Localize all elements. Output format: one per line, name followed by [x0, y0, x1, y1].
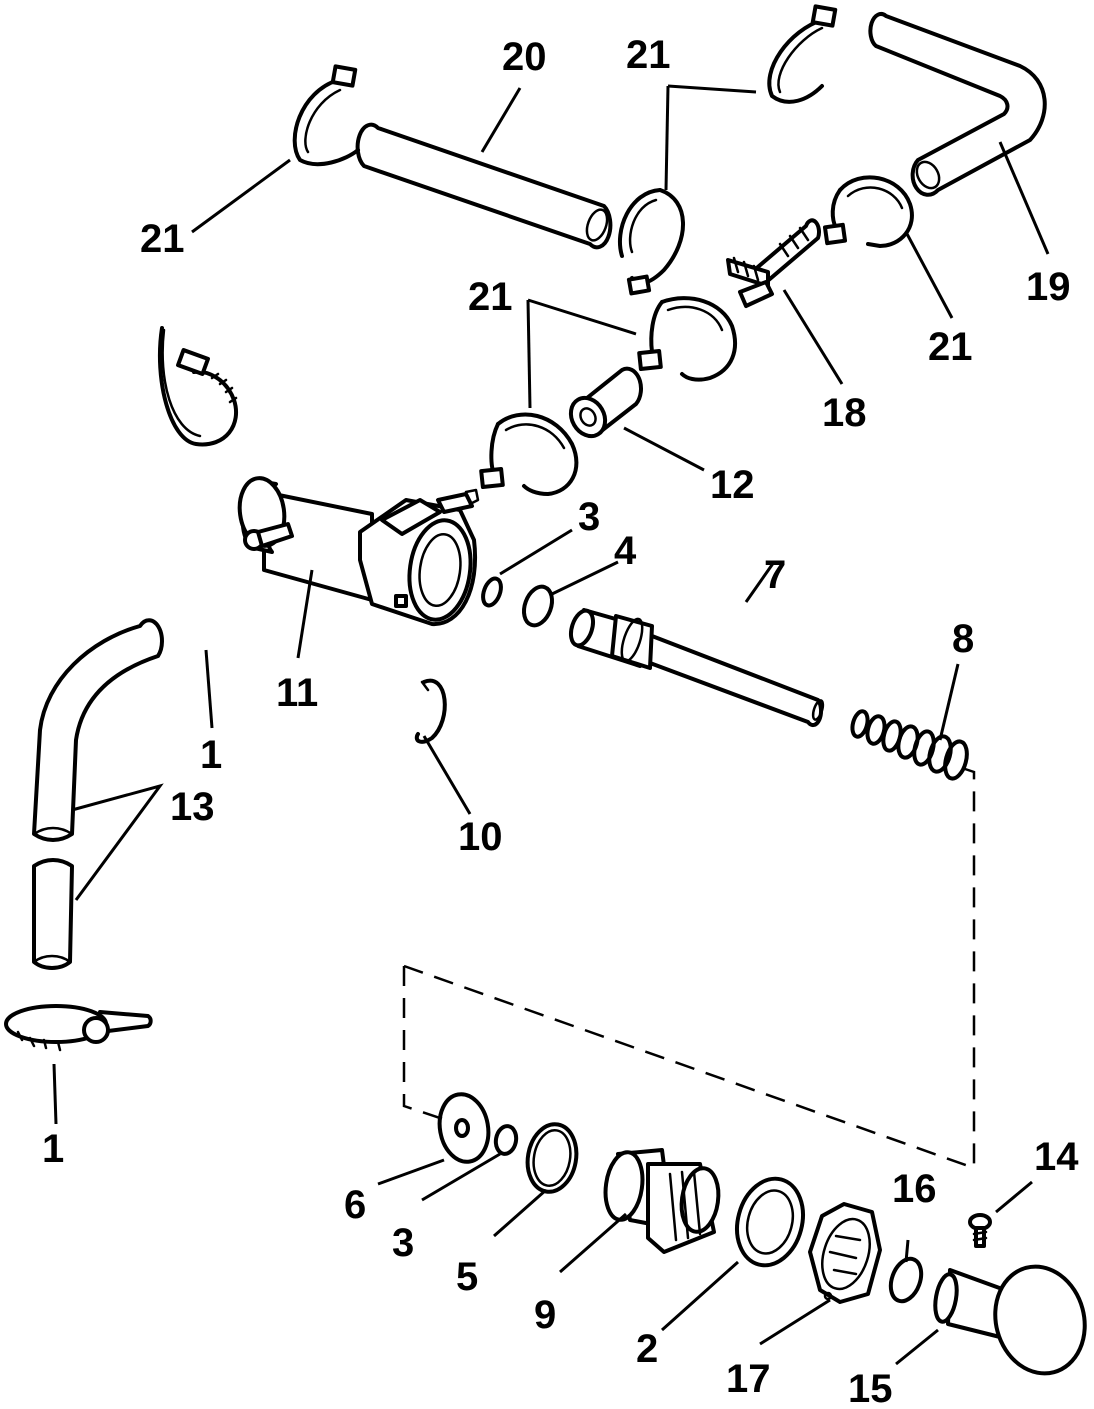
screw-14 — [968, 1213, 992, 1248]
label-11: 11 — [276, 671, 318, 715]
assembly-dashed-lines — [402, 766, 976, 1170]
part-labels: 20 21 21 21 21 19 18 12 3 4 7 8 11 1 13 … — [42, 33, 1079, 1409]
clamp-1-lower — [4, 1004, 153, 1052]
clamp-21-center — [637, 296, 737, 382]
o-ring-16 — [888, 1256, 924, 1304]
label-21-left: 21 — [140, 217, 185, 261]
seal-5 — [525, 1122, 579, 1194]
label-3-lower: 3 — [392, 1221, 414, 1265]
o-ring-4 — [521, 584, 555, 628]
housing-11 — [237, 476, 480, 627]
label-21-mid: 21 — [468, 275, 513, 319]
label-15: 15 — [848, 1367, 893, 1409]
label-10: 10 — [458, 815, 503, 859]
hose-19 — [868, 12, 1047, 197]
retaining-ring-10 — [414, 678, 447, 744]
clamp-21-right — [822, 175, 914, 248]
ring-2 — [735, 1176, 805, 1268]
label-16: 16 — [892, 1167, 937, 1211]
tee-fitting-18 — [726, 218, 821, 308]
clamp-1-upper — [157, 326, 238, 447]
label-5: 5 — [456, 1255, 478, 1299]
label-14: 14 — [1034, 1135, 1079, 1179]
leader-lines — [52, 84, 1050, 1366]
label-7: 7 — [764, 553, 786, 597]
label-20: 20 — [502, 35, 547, 79]
o-ring-3-lower — [493, 1124, 519, 1156]
label-19: 19 — [1026, 265, 1071, 309]
label-1-upper: 1 — [200, 733, 222, 777]
sleeve-12 — [568, 366, 643, 439]
plunger-shaft-7 — [568, 608, 825, 728]
clamp-21-top-left — [292, 64, 360, 167]
clamp-21-middle — [618, 188, 685, 296]
label-4: 4 — [614, 529, 637, 573]
body-9 — [603, 1148, 721, 1254]
label-8: 8 — [952, 617, 974, 661]
label-13: 13 — [170, 785, 215, 829]
clamp-21-left — [479, 412, 579, 496]
label-6: 6 — [344, 1183, 366, 1227]
label-3-upper: 3 — [578, 495, 600, 539]
label-17: 17 — [726, 1357, 771, 1401]
hose-13 — [32, 618, 164, 970]
knob-15 — [933, 1264, 1087, 1376]
hose-20 — [355, 122, 613, 250]
label-1-lower: 1 — [42, 1127, 64, 1171]
nut-17 — [808, 1202, 882, 1304]
label-12: 12 — [710, 463, 755, 507]
o-ring-3-upper — [481, 576, 503, 608]
label-2: 2 — [636, 1327, 658, 1371]
spring-8 — [850, 709, 969, 781]
label-21-right: 21 — [928, 325, 973, 369]
washer-6 — [437, 1092, 491, 1164]
label-9: 9 — [534, 1293, 556, 1337]
label-18: 18 — [822, 391, 867, 435]
label-21-top: 21 — [626, 33, 671, 77]
clamp-21-top-center — [767, 4, 838, 104]
